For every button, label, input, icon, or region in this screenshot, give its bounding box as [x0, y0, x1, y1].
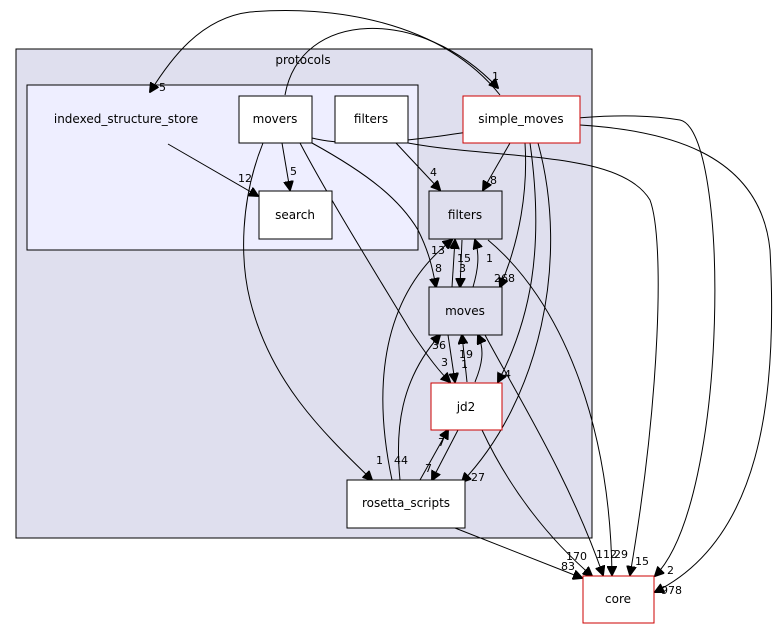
edge-label: 8 — [490, 174, 497, 187]
node-label: simple_moves — [478, 112, 563, 126]
node-indexed-structure-store[interactable]: indexed_structure_store — [54, 112, 198, 126]
node-filters-inner[interactable]: filters — [334, 95, 409, 144]
edge-simple-moves-core — [579, 124, 773, 592]
edge-movers-rosetta — [243, 142, 372, 480]
edge-movers-simple-moves — [284, 28, 498, 96]
edge-label: 4 — [430, 166, 437, 179]
node-label: filters — [354, 112, 388, 126]
edge-label: 1 — [492, 70, 499, 83]
edge-rs-jd2 — [419, 430, 448, 481]
node-search[interactable]: search — [258, 190, 333, 240]
edge-label: 4 — [394, 454, 401, 467]
edge-rs-core — [454, 527, 582, 578]
edge-label: 3 — [459, 262, 466, 275]
edge-label: 29 — [614, 548, 628, 561]
edge-rs-filters — [382, 240, 452, 481]
edge-indexed-search — [167, 143, 258, 196]
edge-label: 1 — [486, 252, 493, 265]
node-label: jd2 — [456, 400, 476, 414]
node-label: filters — [448, 208, 482, 222]
node-label: movers — [253, 112, 298, 126]
node-movers[interactable]: movers — [238, 95, 313, 144]
node-label: indexed_structure_store — [54, 112, 198, 126]
edge-label: 12 — [238, 172, 252, 185]
edge-filters-core — [487, 239, 612, 575]
edge-simple-moves-jd2 — [498, 142, 537, 382]
edge-jd2-moves-2 — [474, 335, 482, 383]
edge-label: 8 — [435, 262, 442, 275]
edge-movers-core — [311, 115, 716, 576]
node-label: rosetta_scripts — [362, 496, 450, 510]
edge-label: 5 — [290, 165, 297, 178]
edge-label: 83 — [561, 560, 575, 573]
edge-label: 7 — [438, 436, 445, 449]
node-label: core — [605, 592, 631, 606]
edge-label: 4 — [504, 368, 511, 381]
edge-label: 170 — [566, 550, 587, 563]
edge-label: 2 — [667, 564, 674, 577]
edge-label: 3 — [441, 356, 448, 369]
node-rosetta-scripts[interactable]: rosetta_scripts — [346, 479, 466, 529]
edge-label: 7 — [425, 462, 432, 475]
edge-label: 19 — [459, 348, 473, 361]
node-label: moves — [445, 304, 485, 318]
edge-label: 5 — [159, 81, 166, 94]
edge-label: 978 — [661, 584, 682, 597]
edge-filters-inner-filters — [395, 142, 440, 190]
edge-movers-moves — [311, 142, 436, 287]
node-label: search — [275, 208, 315, 222]
edge-label: 36 — [432, 339, 446, 352]
edge-label: 13 — [431, 244, 445, 257]
node-moves[interactable]: moves — [428, 286, 503, 336]
node-core[interactable]: core — [582, 575, 655, 624]
edge-rs-moves — [397, 335, 440, 481]
edge-label: 112 — [596, 548, 617, 561]
edge-filters-inner-core — [407, 142, 659, 575]
protocols-cluster-label: protocols — [275, 53, 330, 67]
edge-label: 15 — [635, 555, 649, 568]
edge-label: 4 — [401, 454, 408, 467]
edge-label: 27 — [471, 471, 485, 484]
edge-jd2-rs — [432, 429, 459, 480]
node-jd2[interactable]: jd2 — [430, 382, 503, 431]
edge-moves-jd2 — [447, 334, 455, 382]
edge-label: 268 — [494, 272, 515, 285]
edge-label: 1 — [376, 454, 383, 467]
node-filters-outer[interactable]: filters — [428, 190, 503, 240]
edges — [150, 10, 773, 592]
edge-simple-moves-filters — [483, 142, 511, 190]
edge-simple-moves-moves — [500, 142, 527, 287]
edge-moves-filters — [452, 240, 455, 288]
edge-movers-jd2 — [299, 142, 450, 382]
edge-moves-filters-2 — [473, 240, 478, 288]
edge-label: 15 — [457, 252, 471, 265]
edge-simple-moves-indexed — [150, 10, 501, 96]
edge-labels: 5 1 12 5 4 8 13 15 3 8 1 268 36 3 19 1 4… — [159, 70, 682, 597]
edge-moves-core — [484, 334, 603, 575]
node-simple-moves[interactable]: simple_moves — [462, 95, 581, 144]
edge-movers-search — [281, 142, 290, 190]
edge-label: 1 — [461, 358, 468, 371]
edge-jd2-moves — [462, 335, 467, 383]
edge-jd2-core — [481, 429, 592, 576]
edge-filters-moves — [460, 239, 462, 287]
